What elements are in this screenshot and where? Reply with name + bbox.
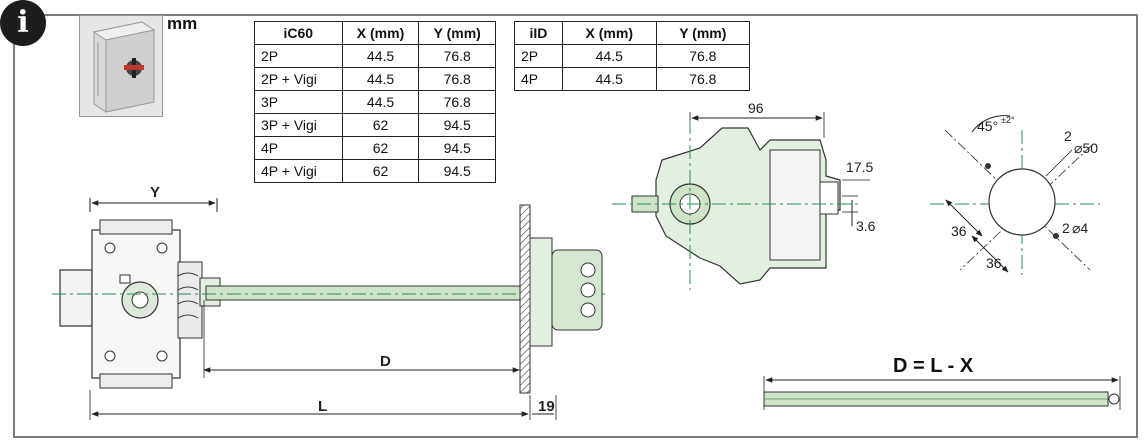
table-cell: 76.8 [418,90,496,114]
dimension-label-l: L [318,398,327,415]
large-hole-diameter: ⌀50 [1074,140,1098,156]
table-cell: 94.5 [418,159,496,183]
cutout-circle-50 [988,168,1056,236]
table-cell: 76.8 [655,44,751,68]
angle-label: 45° [977,118,998,134]
table-cell: 62 [341,159,420,183]
iid-dimensions-table: iID X (mm) Y (mm) 2P 44.5 76.8 4P 44.5 7… [514,21,751,91]
table-cell: 4P [254,136,343,160]
info-icon: i [0,0,46,46]
door-panel [519,204,531,394]
table-cell: 76.8 [418,44,496,68]
table-cell: 4P [514,67,563,91]
drilling-template: 45° ±2° 2 ⌀50 2 ⌀4 36 36 [930,115,1100,275]
dimension-label-36-a: 36 [951,223,967,239]
table-row: 4P + Vigi 62 94.5 [254,159,496,183]
small-hole-diameter: ⌀4 [1072,220,1088,236]
dimension-label-d: D [380,353,391,370]
dimension-label-36-b: 36 [986,255,1002,271]
fixing-hole [1053,233,1059,239]
units-label: mm [167,14,198,33]
table-cell: 4P + Vigi [254,159,343,183]
table-row: 3P + Vigi 62 94.5 [254,113,496,137]
dimension-label-3-6: 3.6 [856,218,876,234]
table-header-row: iC60 X (mm) Y (mm) [254,21,496,45]
table-cell: 44.5 [561,67,657,91]
switch-body [59,219,221,389]
table-row: 2P 44.5 76.8 [514,44,751,68]
figure-frame [13,14,1138,438]
table-row: 4P 62 94.5 [254,136,496,160]
dimension-label-17-5: 17.5 [846,159,873,175]
dimension-label-19: 19 [538,398,555,415]
table-row: 4P 44.5 76.8 [514,67,751,91]
table-cell: 76.8 [418,67,496,91]
enclosure-illustration [80,16,162,116]
ic60-dimensions-table: iC60 X (mm) Y (mm) 2P 44.5 76.8 2P + Vig… [254,21,496,183]
small-hole-count: 2 [1062,220,1070,236]
table-row: 2P 44.5 76.8 [254,44,496,68]
large-hole-count: 2 [1064,128,1072,144]
column-header: X (mm) [341,21,420,45]
shaft-formula-panel: D = L - X [763,355,1121,410]
table-cell: 2P [254,44,343,68]
dimension-label-96: 96 [748,100,764,116]
column-header: iID [514,21,563,45]
enclosure-thumbnail [79,15,163,117]
shaft-formula: D = L - X [893,355,974,377]
table-cell: 44.5 [561,44,657,68]
table-cell: 76.8 [655,67,751,91]
table-cell: 94.5 [418,136,496,160]
fixing-hole [985,163,991,169]
table-cell: 62 [341,136,420,160]
column-header: iC60 [254,21,343,45]
front-view: 96 17.5 3.6 [612,100,876,290]
handle-assembly [529,237,603,347]
table-row: 3P 44.5 76.8 [254,90,496,114]
dimension-label-y: Y [150,184,160,201]
column-header: Y (mm) [418,21,496,45]
extension-shaft [205,285,555,301]
side-view: Y [52,184,605,420]
angle-tolerance: ±2° [1001,115,1015,125]
